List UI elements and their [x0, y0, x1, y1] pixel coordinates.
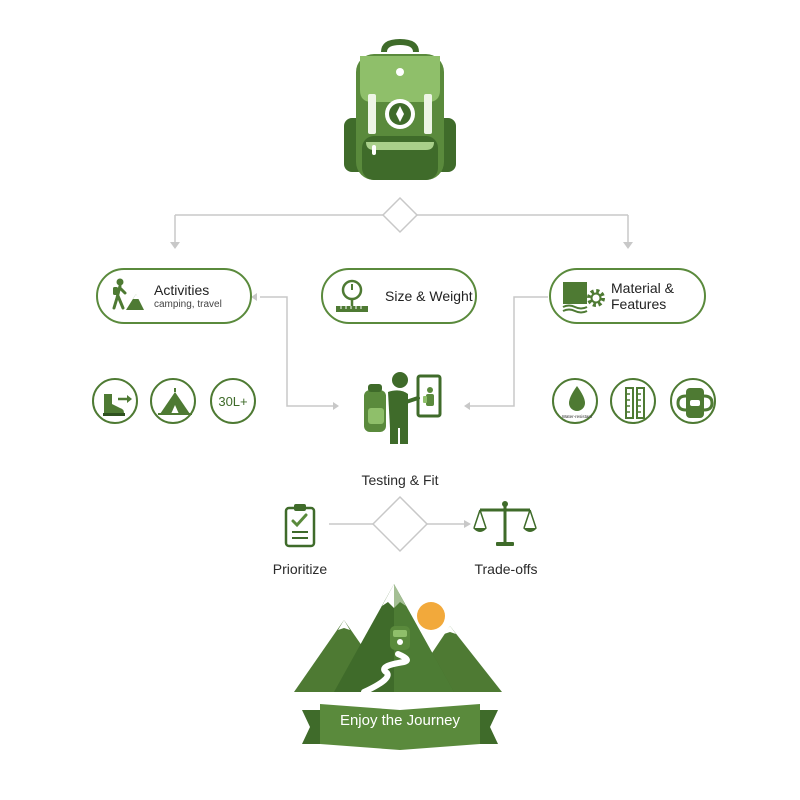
- balance-scale-icon: [473, 501, 537, 546]
- water-drop-icon: Water-resistant: [552, 378, 598, 424]
- fabric-gear-icon: [562, 282, 605, 314]
- decision-diamond-bottom: [371, 495, 429, 553]
- tent-icon: [150, 378, 196, 424]
- pill-activities[interactable]: Activities camping, travel: [96, 268, 252, 324]
- mini-backpack-icon: [390, 626, 410, 650]
- arrow-tradeoffs: [464, 520, 471, 528]
- testing-fit-label: Testing & Fit: [361, 472, 439, 488]
- capacity-label: 30L+: [218, 393, 248, 409]
- connector-material-center: [468, 296, 548, 407]
- arrow-left-activities: [251, 293, 257, 301]
- ruler-icon: [610, 378, 656, 424]
- mountain-scene-illustration: [294, 584, 502, 694]
- connector-activities-center: [260, 296, 335, 407]
- size-weight-title: Size & Weight: [385, 287, 473, 304]
- arrow-into-center-left: [333, 402, 339, 410]
- activities-title: Activities: [154, 282, 210, 299]
- arrow-down-left: [170, 242, 180, 249]
- pill-size-weight[interactable]: Size & Weight: [321, 268, 477, 324]
- scale-ruler-icon: [336, 279, 368, 312]
- activities-subtitle: camping, travel: [154, 298, 222, 310]
- banner-text: Enjoy the Journey: [339, 712, 461, 729]
- capacity-badge: 30L+: [210, 378, 256, 424]
- pill-material-features[interactable]: Material & Features: [549, 268, 706, 324]
- clipboard-check-icon: [284, 504, 316, 548]
- arrow-into-center-right: [464, 402, 470, 410]
- water-resistant-label: Water-resistant: [562, 414, 593, 419]
- backpack-icon: [344, 38, 456, 180]
- buckle-icon: [670, 378, 716, 424]
- sun-icon: [417, 602, 445, 630]
- material-title-line1: Material &: [611, 279, 675, 296]
- decision-diamond-top: [381, 196, 419, 234]
- arrow-down-right: [623, 242, 633, 249]
- hiker-mirror-icon: [364, 372, 442, 444]
- banner-ribbon: [302, 704, 498, 750]
- prioritize-label: Prioritize: [272, 561, 328, 577]
- tradeoffs-label: Trade-offs: [474, 561, 538, 577]
- hiker-icon: [112, 278, 144, 310]
- hiking-boot-icon: [92, 378, 138, 424]
- material-title-line2: Features: [611, 296, 667, 312]
